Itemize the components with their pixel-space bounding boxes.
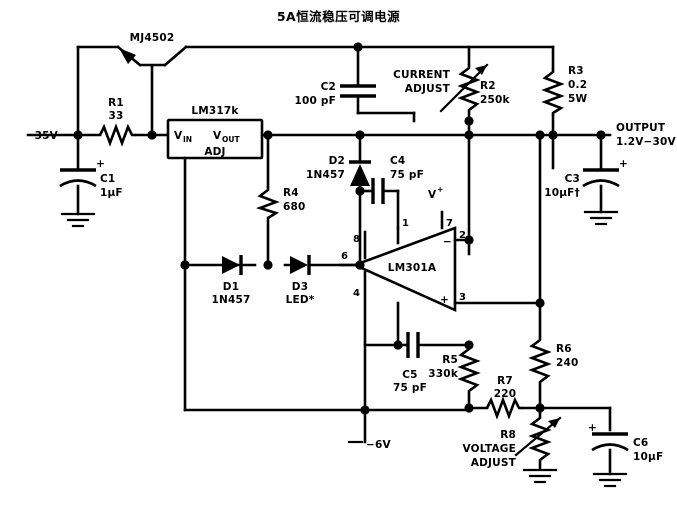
c2-value: 100 pF xyxy=(295,95,336,107)
regulator-pin-vout: V xyxy=(213,130,222,142)
r1-value: 33 xyxy=(108,110,123,122)
c5-value: 75 pF xyxy=(393,382,427,394)
opamp-pin-2: 2 xyxy=(459,230,466,241)
r1-ref: R1 xyxy=(108,97,124,109)
voltage-adjust-line2: ADJUST xyxy=(471,457,517,469)
capacitor-c6 xyxy=(591,432,629,488)
diagram-title: 5A恒流稳压可调电源 xyxy=(276,9,401,24)
output-label-line1: OUTPUT xyxy=(616,122,666,134)
capacitor-c1 xyxy=(59,168,97,228)
d2-value: 1N457 xyxy=(306,169,345,181)
transistor-label: MJ4502 xyxy=(130,32,175,44)
resistor-r5 xyxy=(457,345,481,408)
transistor-mj4502 xyxy=(119,48,165,78)
r7-ref: R7 xyxy=(497,375,513,387)
capacitor-c2 xyxy=(340,45,416,123)
r3-ref: R3 xyxy=(568,65,584,77)
opamp-pin-3: 3 xyxy=(459,292,466,303)
resistor-r7 xyxy=(467,396,542,420)
c6-value: 10µF xyxy=(633,451,663,463)
output-label-line2: 1.2V−30V xyxy=(616,136,677,148)
r5-ref: R5 xyxy=(442,354,458,366)
capacitor-c5 xyxy=(363,301,471,358)
bottom-rails xyxy=(183,263,612,444)
regulator-label: LM317k xyxy=(191,105,239,117)
r6-value: 240 xyxy=(556,357,579,369)
c1-ref: C1 xyxy=(100,173,115,185)
current-adjust-line1: CURRENT xyxy=(393,69,451,81)
c4-value: 75 pF xyxy=(390,169,424,181)
c3-ref: C3 xyxy=(565,173,580,185)
regulator-pin-vin: V xyxy=(174,130,183,142)
c6-ref: C6 xyxy=(633,437,648,449)
regulator-pin-adj: ADJ xyxy=(204,146,225,158)
c3-polarity: + xyxy=(619,158,628,170)
opamp-vplus-label: V xyxy=(428,189,437,201)
diode-d2 xyxy=(349,133,371,267)
regulator-pin-vin-sub: IN xyxy=(183,135,192,144)
potentiometer-r8 xyxy=(514,408,562,484)
diode-d3-led xyxy=(290,255,311,275)
c3-value: 10µF† xyxy=(544,187,580,199)
c5-ref: C5 xyxy=(402,369,417,381)
opamp-pin-1: 1 xyxy=(402,218,409,229)
d3-ref: D3 xyxy=(292,281,308,293)
regulator-pin-vout-sub: OUT xyxy=(222,135,240,144)
opamp-pin-4: 4 xyxy=(353,288,360,299)
potentiometer-r2 xyxy=(439,45,489,118)
capacitor-c4 xyxy=(358,178,400,230)
opamp-label: LM301A xyxy=(388,262,437,274)
resistor-r4 xyxy=(255,186,280,220)
opamp-pin-7: 7 xyxy=(446,218,453,229)
resistor-r1 xyxy=(98,123,136,147)
d3-value: LED* xyxy=(286,294,315,306)
opamp-lm301a xyxy=(351,226,457,313)
r3-rating: 5W xyxy=(568,93,588,105)
resistor-r6 xyxy=(528,133,552,408)
capacitor-c3 xyxy=(582,168,620,226)
c2-ref: C2 xyxy=(321,81,336,93)
r3-value: 0.2 xyxy=(568,79,587,91)
input-voltage-label: 35V xyxy=(35,130,59,142)
d2-ref: D2 xyxy=(329,155,345,167)
c4-ref: C4 xyxy=(390,155,405,167)
d1-ref: D1 xyxy=(223,281,239,293)
voltage-adjust-line1: VOLTAGE xyxy=(463,443,517,455)
opamp-pin-8: 8 xyxy=(353,234,360,245)
c1-polarity: + xyxy=(96,158,105,170)
top-rail-wires xyxy=(76,45,555,137)
r6-ref: R6 xyxy=(556,343,572,355)
negative-supply-label: −6V xyxy=(366,439,392,451)
opamp-noninverting-sign: + xyxy=(440,294,449,306)
r4-value: 680 xyxy=(283,201,306,213)
current-adjust-line2: ADJUST xyxy=(405,83,451,95)
d1-value: 1N457 xyxy=(211,294,250,306)
r4-ref: R4 xyxy=(283,187,299,199)
opamp-pin-wires xyxy=(338,210,542,412)
opamp-vplus-sup: + xyxy=(437,185,443,194)
diode-d1 xyxy=(222,255,243,275)
regulator-body xyxy=(166,118,264,160)
r2-ref: R2 xyxy=(480,80,496,92)
c1-value: 1µF xyxy=(100,187,123,199)
r5-value: 330k xyxy=(428,368,459,380)
resistor-r3 xyxy=(541,68,565,116)
r8-ref: R8 xyxy=(500,429,516,441)
r2-value: 250k xyxy=(480,94,511,106)
junction-dots xyxy=(73,42,606,415)
c6-polarity: + xyxy=(588,422,597,434)
r7-value: 220 xyxy=(494,388,517,400)
opamp-inverting-sign: − xyxy=(443,236,452,248)
opamp-pin-6: 6 xyxy=(341,251,348,262)
